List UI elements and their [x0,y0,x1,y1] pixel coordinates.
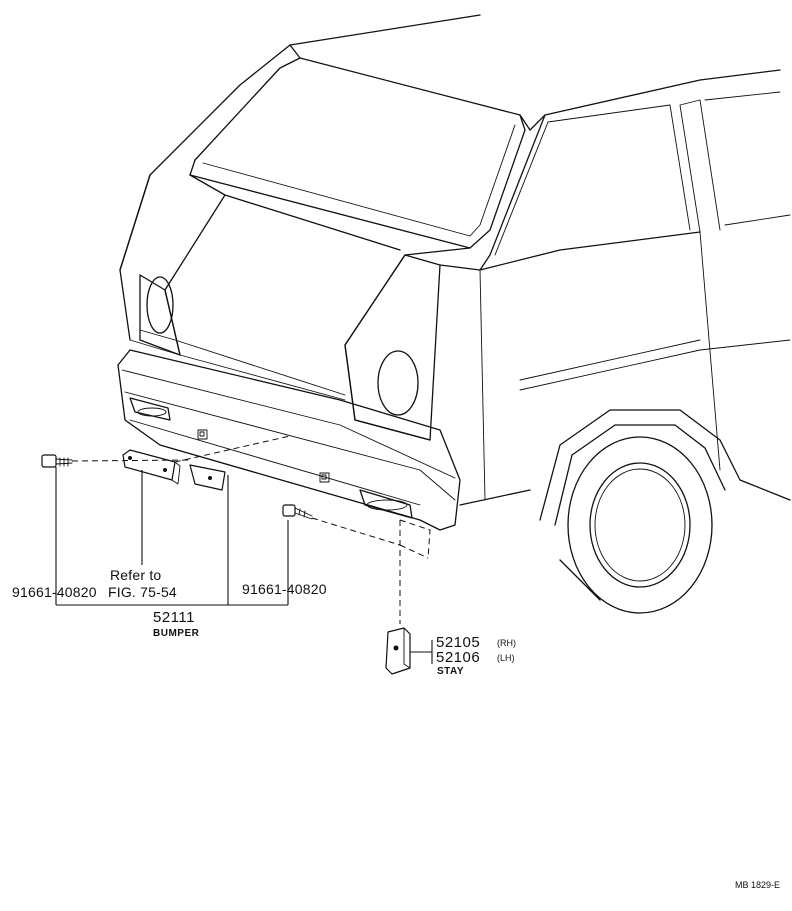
stay-rh-part-number: 52105 [436,634,480,651]
stay-rh-side: (RH) [497,638,516,648]
bumper-label: BUMPER [153,628,200,639]
van-body-illustration [119,14,791,614]
reference-line-1: Refer to [110,567,161,583]
reference-line-2: FIG. 75-54 [108,584,177,600]
bumper-part-number: 52111 [153,609,195,626]
license-bracket-illustration [122,449,181,485]
bolt-left-illustration [41,454,73,468]
stay-lh-side: (LH) [497,653,515,663]
stay-lh-part-number: 52106 [436,649,480,666]
stay-illustration [385,627,411,675]
leader-lines [55,467,433,664]
bumper-illustration [117,349,461,531]
bumper-mount-illustration [189,464,226,491]
bolt-right-part-number: 91661-40820 [242,581,327,597]
assembly-lines [71,435,431,624]
stay-label: STAY [437,666,464,677]
bolt-left-part-number: 91661-40820 [12,584,97,600]
figure-code: MB 1829-E [735,880,780,890]
bolt-right-illustration [282,504,313,520]
